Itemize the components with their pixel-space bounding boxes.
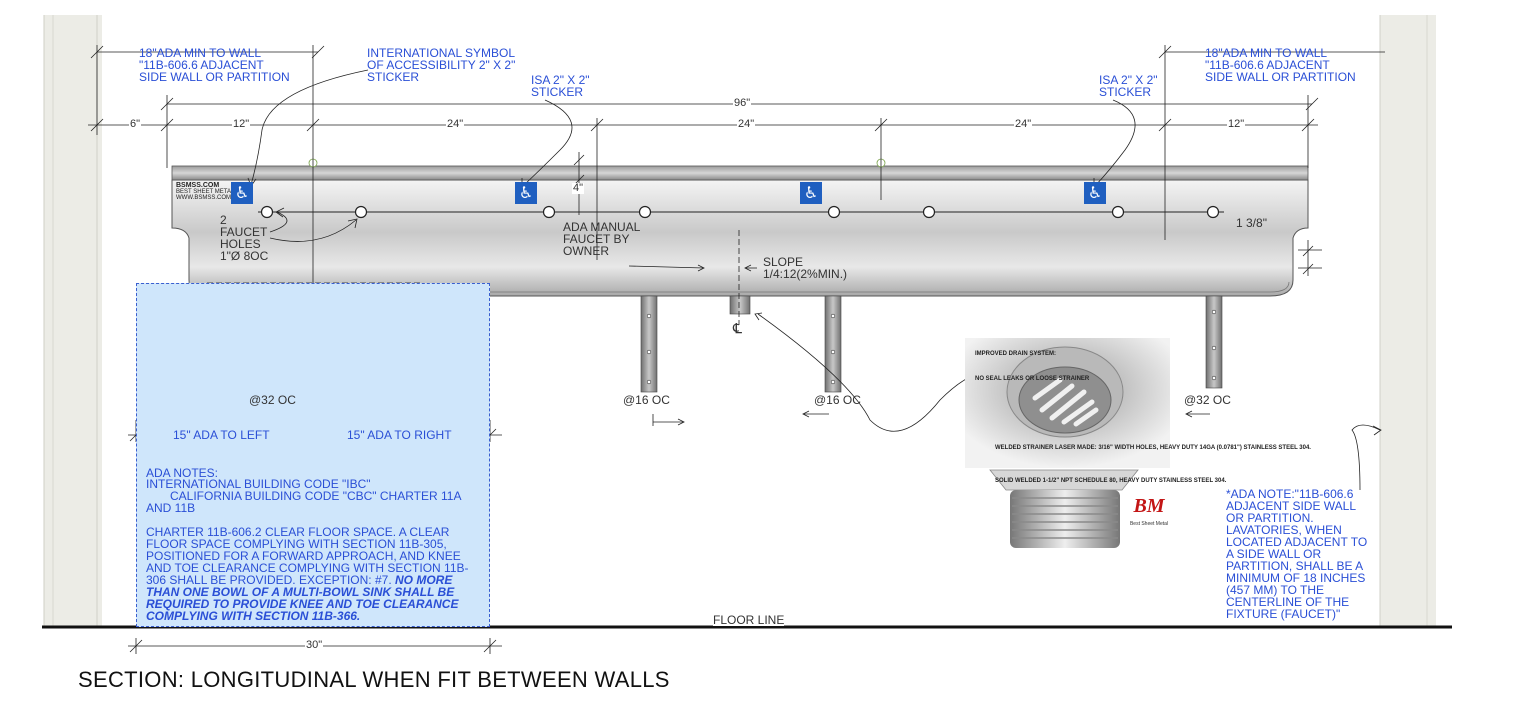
ada-manual-faucet-callout: ADA MANUAL FAUCET BY OWNER	[563, 220, 641, 258]
ada-notes-cbc-cont: AND 11B	[146, 501, 196, 515]
slope-callout: SLOPE 1/4:12(2%MIN.)	[763, 255, 848, 281]
brand-name: Best Sheet Metal	[1129, 521, 1169, 527]
leg-spacing-16-left: @16 OC	[623, 393, 670, 407]
dim-24-c: 24"	[1014, 118, 1033, 130]
dim-12-left: 12"	[232, 118, 251, 130]
ada-left-dim: 15" ADA TO LEFT	[173, 428, 270, 442]
logo-name: BSMSS.COM	[176, 182, 220, 189]
ada-notes-heading: ADA NOTES:	[146, 466, 219, 480]
ada-notes-cbc: CALIFORNIA BUILDING CODE "CBC" CHARTER 1…	[170, 489, 462, 503]
leader-lines	[247, 69, 1382, 491]
accessibility-icon: ♿	[800, 182, 822, 204]
faucet-holes-callout: 2 FAUCET HOLES 1"Ø 8OC	[220, 213, 269, 263]
ada-clear-floor-space-box	[136, 283, 490, 627]
clear-floor-width-dim: 30"	[305, 639, 324, 651]
right-wall	[1379, 15, 1436, 627]
ada-min-right-callout: 18"ADA MIN TO WALL "11B-606.6 ADJACENT S…	[1205, 46, 1356, 84]
ada-notes-para-text: CHARTER 11B-606.2 CLEAR FLOOR SPACE. A C…	[146, 525, 469, 587]
accessibility-icon: ♿	[515, 182, 537, 204]
overall-length-dim: 96"	[733, 97, 752, 109]
sink-trough	[171, 165, 1309, 297]
ada-min-left-callout: 18"ADA MIN TO WALL "11B-606.6 ADJACENT S…	[139, 46, 290, 84]
deck-height-dim: 4"	[572, 182, 585, 194]
dim-24-b: 24"	[737, 118, 756, 130]
drain-outlet	[729, 295, 751, 315]
isa-main-callout: INTERNATIONAL SYMBOL OF ACCESSIBILITY 2"…	[367, 46, 516, 84]
dim-12-right: 12"	[1227, 118, 1246, 130]
ada-notes-ibc: INTERNATIONAL BUILDING CODE "IBC"	[146, 477, 371, 491]
drawing-title: SECTION: LONGITUDINAL WHEN FIT BETWEEN W…	[78, 667, 670, 692]
drain-photo-solid-welded: SOLID WELDED 1-1/2" NPT SCHEDULE 80, HEA…	[995, 478, 1227, 484]
faucet-holes	[258, 158, 1224, 219]
ada-right-dim: 15" ADA TO RIGHT	[347, 428, 452, 442]
ada-notes-para-bold: NO MORE THAN ONE BOWL OF A MULTI-BOWL SI…	[146, 573, 459, 623]
centerline-marks	[207, 230, 740, 325]
leg-spacing-16-right: @16 OC	[814, 393, 861, 407]
dim-6: 6"	[129, 118, 142, 130]
drain-photo	[965, 338, 1170, 548]
accessibility-icon: ♿	[1084, 182, 1106, 204]
centerline-symbol: ℄	[733, 320, 742, 336]
leg-spacing-32-right: @32 OC	[1184, 393, 1231, 407]
ada-side-note: *ADA NOTE:"11B-606.6 ADJACENT SIDE WALL …	[1226, 487, 1368, 621]
isa-left-callout: ISA 2" X 2" STICKER	[531, 73, 590, 99]
accessibility-icon: ♿	[231, 182, 253, 204]
bsmss-logo: BSMSS.COM BEST SHEET METAL INC WWW.BSMSS…	[176, 182, 247, 201]
drain-photo-no-seal: NO SEAL LEAKS OR LOOSE STRAINER	[975, 376, 1090, 382]
ada-notes-paragraph: CHARTER 11B-606.2 CLEAR FLOOR SPACE. A C…	[146, 526, 488, 622]
logo-line3: WWW.BSMSS.COM	[176, 195, 231, 201]
isa-right-callout: ISA 2" X 2" STICKER	[1099, 73, 1158, 99]
drain-photo-welded-strainer: WELDED STRAINER LASER MADE: 3/16" WIDTH …	[995, 445, 1311, 451]
brand-logo: BM	[1132, 495, 1166, 517]
leg-spacing-32-left: @32 OC	[249, 393, 296, 407]
floor-line-label: FLOOR LINE	[713, 613, 785, 627]
dim-24-a: 24"	[446, 118, 465, 130]
drain-photo-improved: IMPROVED DRAIN SYSTEM:	[975, 351, 1057, 357]
left-wall	[43, 15, 102, 627]
brand-mark: BM	[1133, 495, 1165, 517]
logo-line2: BEST SHEET METAL INC	[176, 189, 247, 195]
lip-height-dim: 1 3/8"	[1236, 216, 1267, 230]
